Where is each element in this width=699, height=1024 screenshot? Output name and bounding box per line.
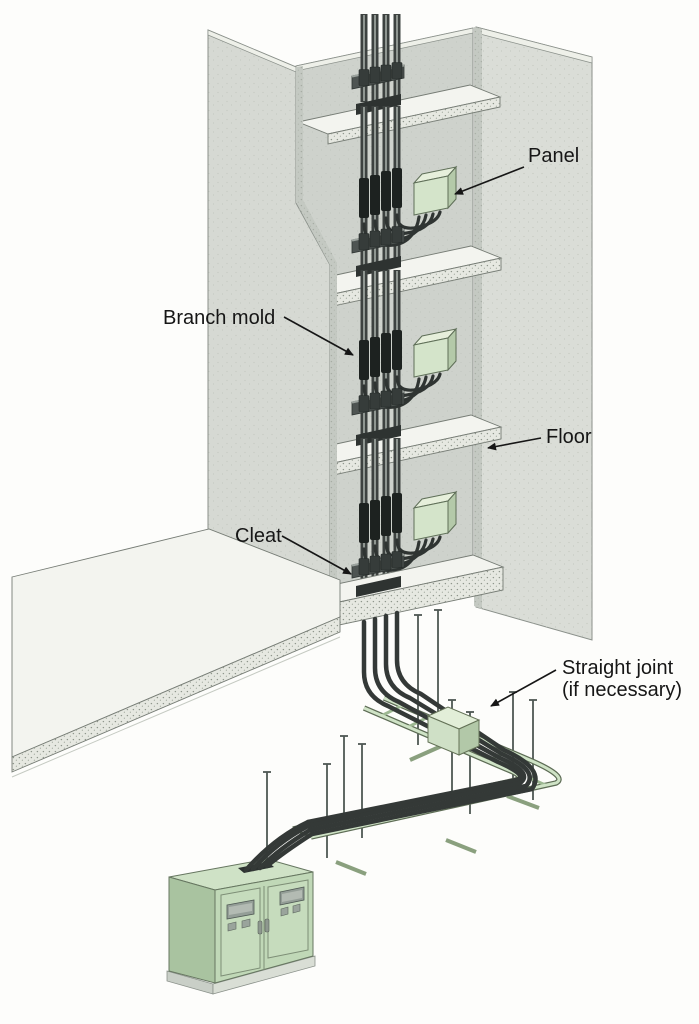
straight-joint-box	[426, 706, 481, 756]
shaft-left-wall	[207, 29, 337, 630]
cabinet-left-door	[220, 887, 261, 977]
label-cleat: Cleat	[235, 525, 282, 547]
label-panel: Panel	[528, 145, 579, 167]
arrow-panel	[454, 166, 525, 195]
left-door-button	[241, 918, 251, 929]
right-door-button	[280, 906, 289, 917]
arrow-branch-mold	[283, 316, 354, 356]
trapeze-brackets	[335, 742, 540, 876]
floor-slab-1	[296, 84, 502, 145]
switchgear-cabinet	[166, 858, 316, 995]
label-branch-mold: Branch mold	[163, 307, 275, 329]
arrow-floor	[487, 437, 542, 451]
door-handle	[257, 920, 263, 935]
arrow-straight-joint	[490, 669, 557, 707]
annotations: Panel Branch mold Floor Cleat Straight j…	[163, 145, 682, 707]
label-floor: Floor	[546, 426, 592, 448]
label-straight-joint-note: (if necessary)	[562, 679, 682, 701]
door-handle	[264, 918, 270, 933]
arrow-cleat	[281, 535, 352, 575]
tray-cables	[305, 610, 538, 837]
right-door-button	[292, 903, 301, 914]
shaft-bottom-slab	[298, 554, 505, 628]
cabinet-entry-cables	[243, 819, 315, 873]
left-door-button	[227, 921, 237, 932]
cabinet-right-door	[267, 879, 309, 959]
ground-floor-slab	[11, 528, 341, 778]
label-straight-joint: Straight joint	[562, 657, 674, 679]
right-wall	[474, 26, 593, 641]
